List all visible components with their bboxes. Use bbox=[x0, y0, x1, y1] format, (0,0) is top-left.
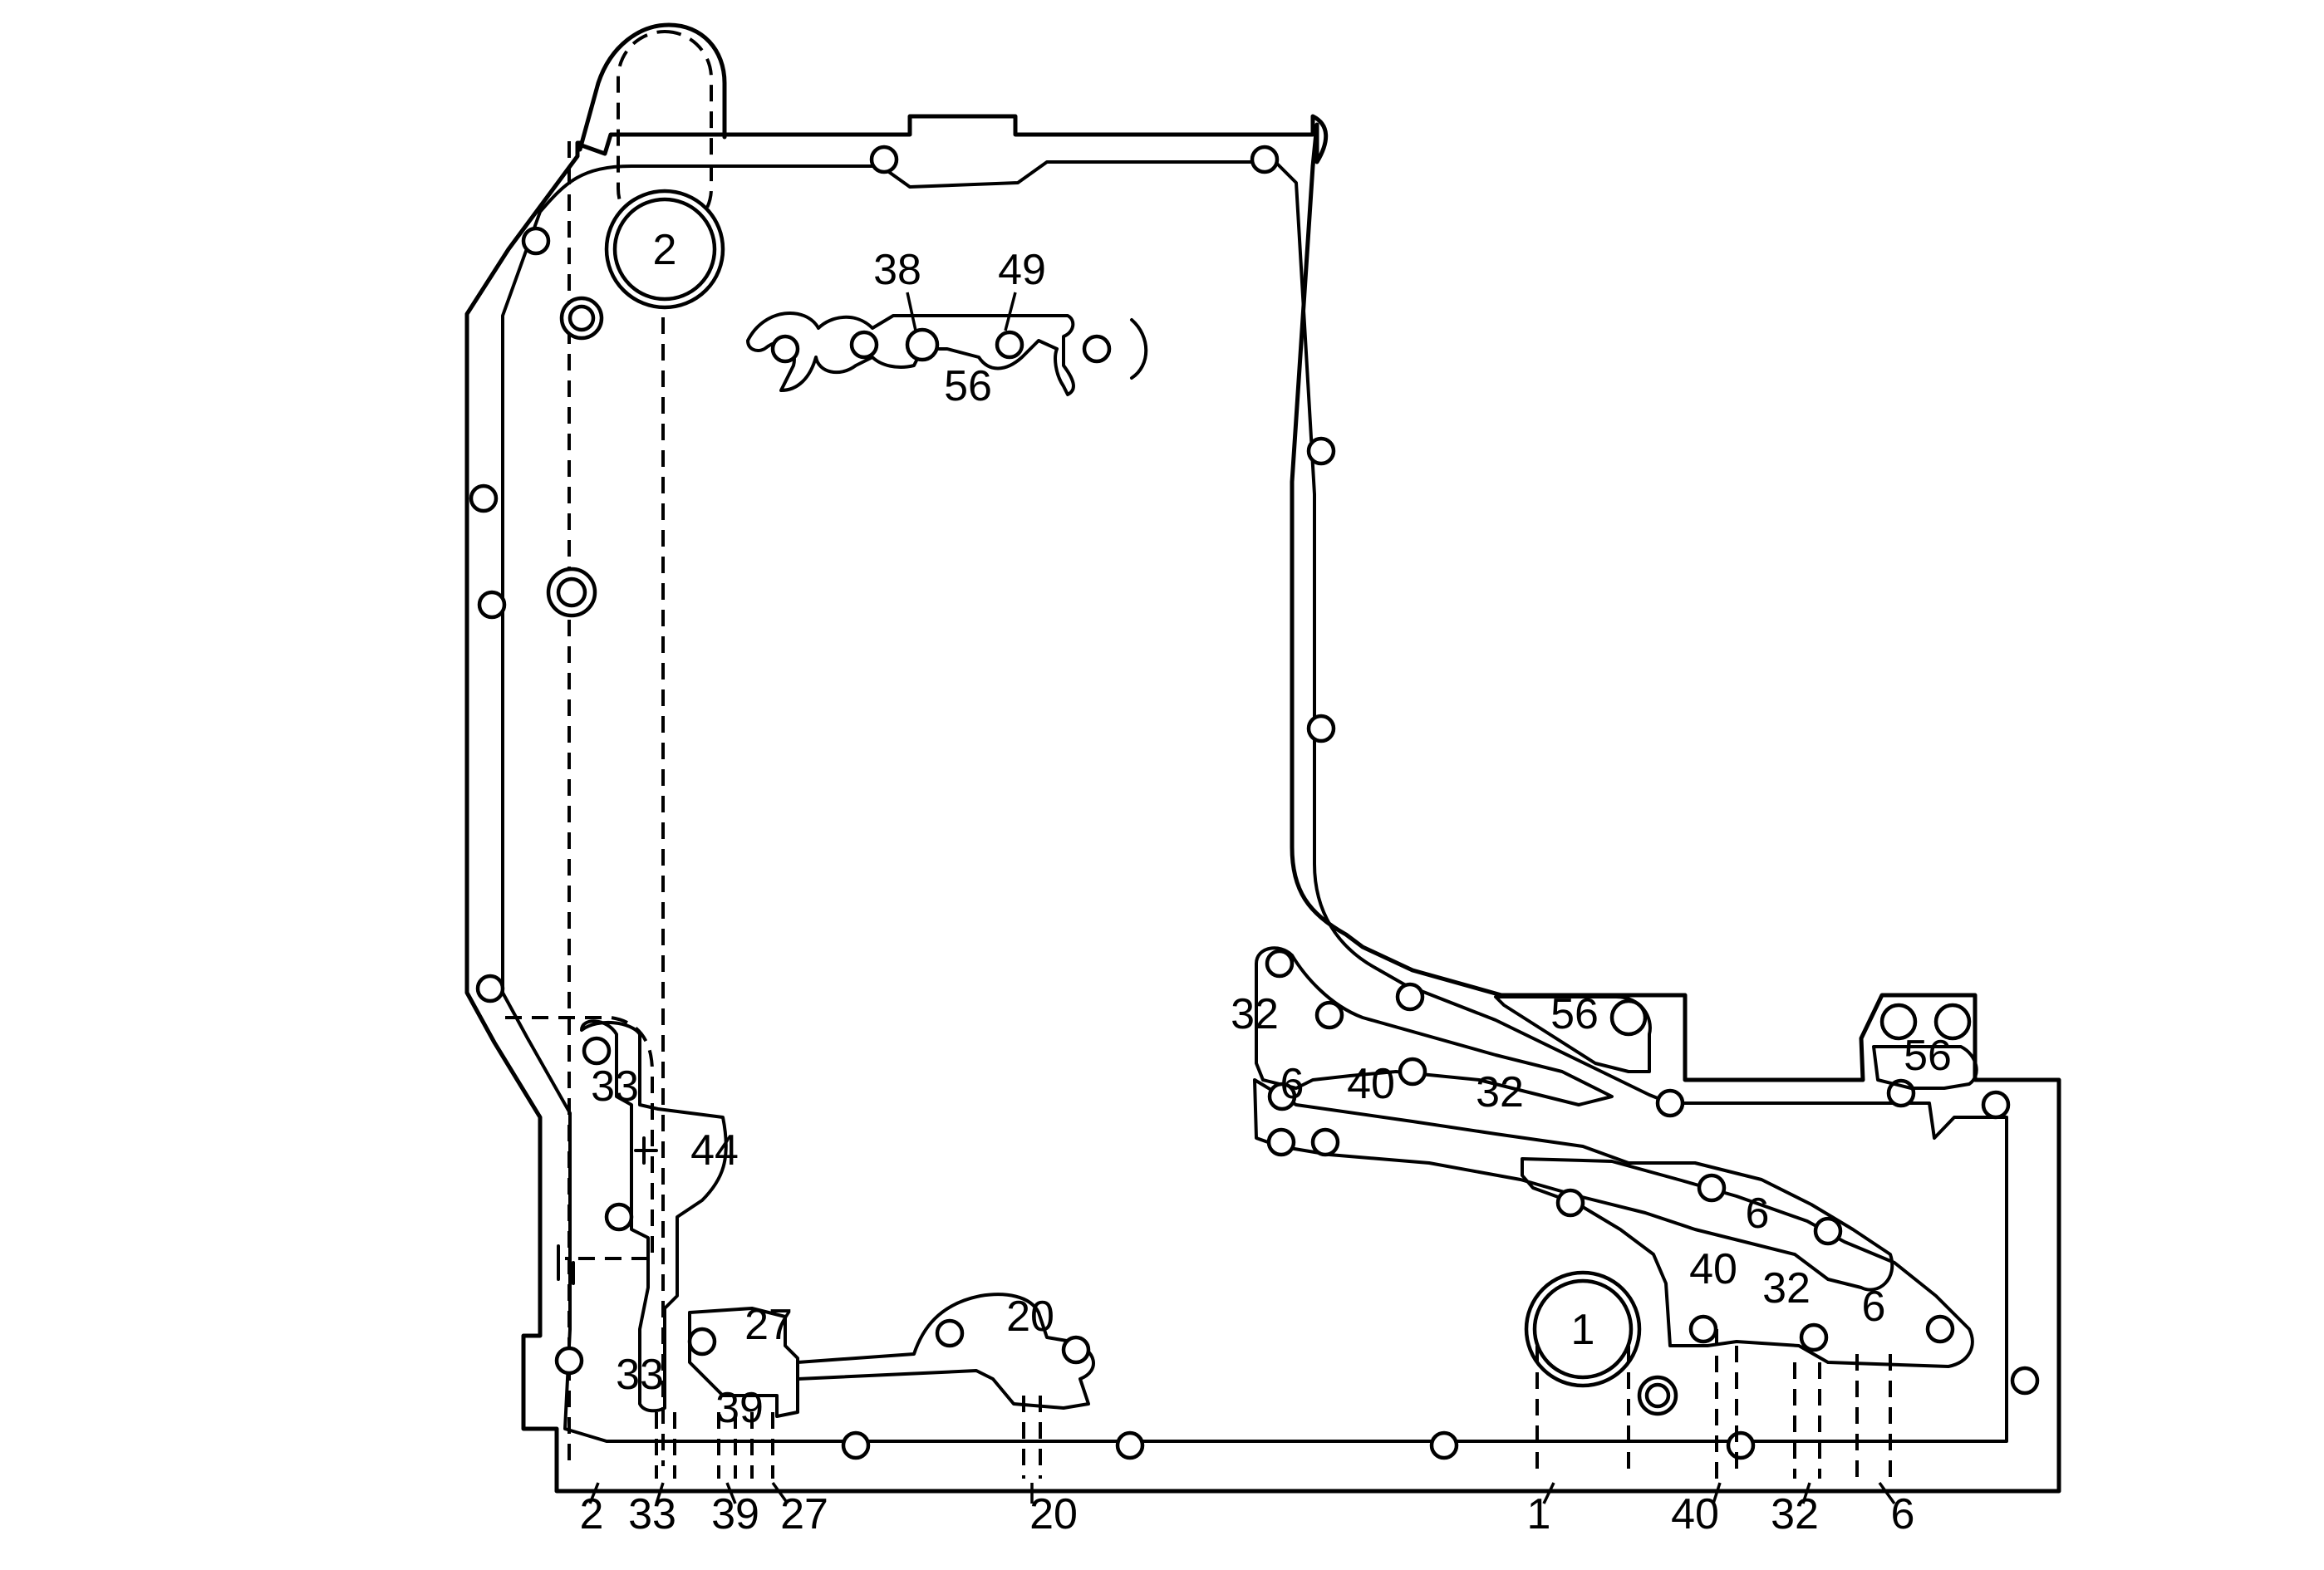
label-left-44: 44 bbox=[690, 1126, 739, 1175]
label-right-6-c: 6 bbox=[1862, 1283, 1886, 1331]
pump-port-circle-inner bbox=[612, 197, 717, 302]
label-right-6-a: 6 bbox=[1280, 1060, 1304, 1108]
label-right-40-b: 40 bbox=[1689, 1245, 1737, 1293]
right-channel-upper bbox=[1255, 946, 1614, 1106]
label-left-33-upper: 33 bbox=[591, 1062, 639, 1111]
bottom-label-2: 2 bbox=[580, 1490, 604, 1538]
bottom-callouts: 2 33 39 27 20 1 40 32 6 bbox=[580, 1481, 1915, 1538]
label-right-56-b: 56 bbox=[1904, 1032, 1952, 1080]
bottom-label-1: 1 bbox=[1527, 1490, 1551, 1538]
leader-top-38 bbox=[906, 292, 917, 331]
label-left-27: 27 bbox=[744, 1301, 793, 1349]
bore-1-dashed-guide bbox=[1535, 1346, 1630, 1479]
label-right-40-a: 40 bbox=[1347, 1060, 1395, 1108]
label-right-32-b: 32 bbox=[1476, 1068, 1524, 1116]
dashed-drops-right bbox=[1715, 1329, 1892, 1479]
label-left-39: 39 bbox=[715, 1384, 764, 1432]
pump-stem-outline bbox=[577, 22, 727, 152]
top-channel-outline bbox=[746, 312, 1075, 396]
small-bore-inner bbox=[1644, 1382, 1671, 1409]
bottom-label-32: 32 bbox=[1771, 1490, 1819, 1538]
label-left-33-lower: 33 bbox=[616, 1351, 664, 1399]
label-mid-20: 20 bbox=[1006, 1293, 1054, 1341]
bottom-label-6: 6 bbox=[1891, 1490, 1915, 1538]
top-channel-holes bbox=[770, 327, 1112, 364]
label-right-32-a: 32 bbox=[1231, 990, 1279, 1038]
left-channel-27-39 bbox=[688, 1307, 799, 1418]
top-channel-arc-right bbox=[1130, 318, 1148, 380]
gasket-outer-outline bbox=[464, 114, 2061, 1494]
bottom-label-20: 20 bbox=[1029, 1490, 1078, 1538]
label-top-38: 38 bbox=[873, 246, 921, 294]
bottom-label-39: 39 bbox=[711, 1490, 759, 1538]
label-pump-port: 2 bbox=[653, 226, 677, 274]
bottom-label-27: 27 bbox=[780, 1490, 828, 1538]
left-channel-33-44 bbox=[580, 1019, 728, 1413]
label-bore-1: 1 bbox=[1571, 1306, 1595, 1354]
label-right-56-a: 56 bbox=[1550, 990, 1599, 1038]
label-top-56: 56 bbox=[944, 362, 992, 410]
dashed-drops-left bbox=[655, 1396, 1042, 1479]
right-channel-middle bbox=[1253, 1078, 1894, 1292]
bolt-holes bbox=[469, 145, 2040, 1460]
left-channel-20 bbox=[796, 1293, 1095, 1410]
label-right-6-b: 6 bbox=[1746, 1190, 1770, 1238]
left-lower-holes bbox=[582, 1036, 1091, 1365]
right-channel-holes bbox=[1265, 949, 1972, 1352]
bore-1-circle-inner bbox=[1532, 1278, 1634, 1380]
dashed-region-33-44 bbox=[505, 1016, 654, 1260]
right-channel-56-a bbox=[1494, 995, 1652, 1073]
right-channel-56-b bbox=[1872, 1045, 1978, 1090]
pump-stem-dashed bbox=[617, 30, 713, 237]
bottom-label-40: 40 bbox=[1671, 1490, 1719, 1538]
leader-top-49 bbox=[1004, 292, 1017, 331]
right-channel-lower bbox=[1521, 1157, 1974, 1368]
label-right-32-c: 32 bbox=[1762, 1264, 1811, 1312]
left-hatch-marks bbox=[557, 1136, 658, 1285]
bottom-label-33: 33 bbox=[628, 1490, 676, 1538]
label-top-49: 49 bbox=[998, 246, 1046, 294]
